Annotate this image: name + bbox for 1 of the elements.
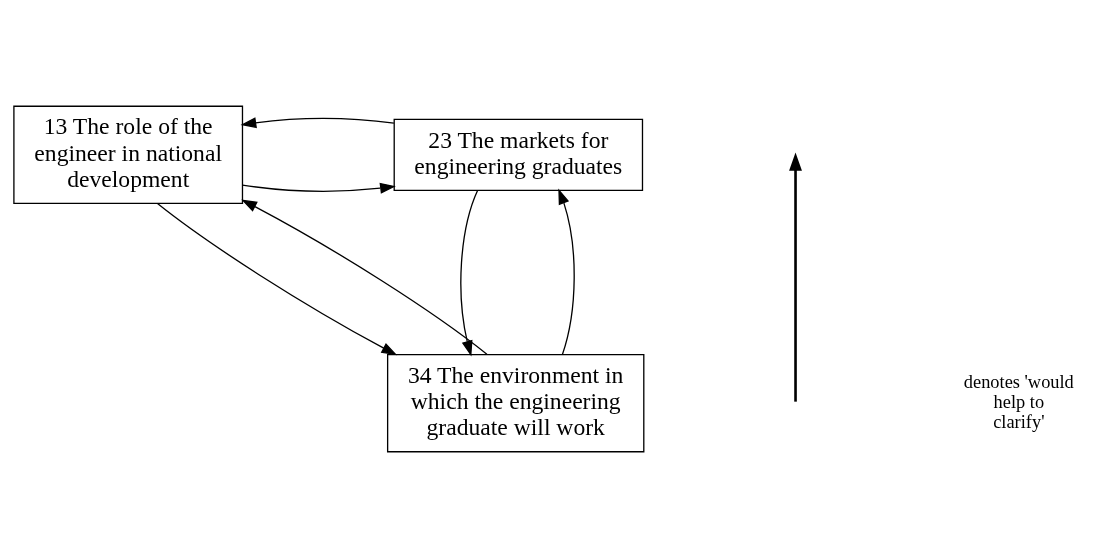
legend-label: denotes 'would help to clarify' — [963, 372, 1074, 432]
